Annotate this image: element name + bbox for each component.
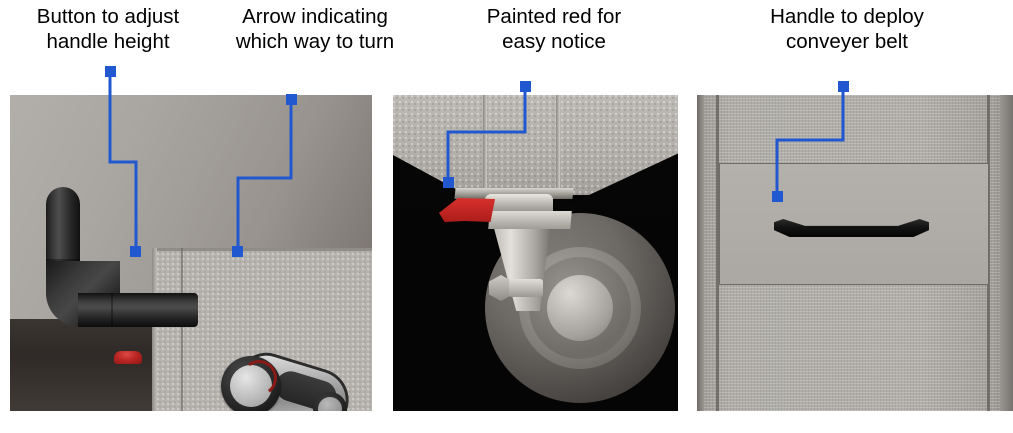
wheel-hub-core xyxy=(547,275,613,341)
caption-conveyer-handle: Handle to deploy conveyer belt xyxy=(770,5,924,53)
caption-painted-red: Painted red for easy notice xyxy=(486,5,622,53)
handle-horizontal-tube xyxy=(78,293,198,327)
caster-swivel-collar xyxy=(488,211,572,229)
conveyer-drawer-panel[interactable] xyxy=(719,163,989,285)
panel-handle-detail xyxy=(10,95,372,411)
handle-height-adjust-button[interactable] xyxy=(114,351,142,364)
push-handle[interactable] xyxy=(36,187,198,332)
turn-direction-lever[interactable] xyxy=(221,349,353,411)
cabinet-far-right-edge xyxy=(1000,95,1013,411)
callout-marker-start-painted-red xyxy=(520,81,531,92)
handle-joint-upper xyxy=(46,259,80,261)
panel-caster-detail xyxy=(393,95,678,411)
panel-conveyer-detail xyxy=(697,95,1013,411)
cabinet-underside xyxy=(393,95,678,195)
wheel-axle xyxy=(509,279,543,297)
cabinet-seam xyxy=(181,248,183,411)
cabinet-column-left xyxy=(483,95,487,195)
lever-pivot-hub xyxy=(230,365,272,407)
caption-arrow-direction: Arrow indicating which way to turn xyxy=(235,5,395,53)
cabinet-panel-edge-left xyxy=(716,95,719,411)
cabinet-left-edge xyxy=(152,248,157,411)
callout-marker-start-handle-height xyxy=(105,66,116,77)
cabinet-far-left-edge xyxy=(697,95,704,411)
cabinet-column-right xyxy=(556,95,560,195)
handle-joint-lower xyxy=(111,293,113,327)
caption-handle-height: Button to adjust handle height xyxy=(36,5,180,53)
cabinet-top-edge xyxy=(152,248,372,251)
lever-end-hub xyxy=(318,397,342,411)
callout-marker-start-conveyer-handle xyxy=(838,81,849,92)
